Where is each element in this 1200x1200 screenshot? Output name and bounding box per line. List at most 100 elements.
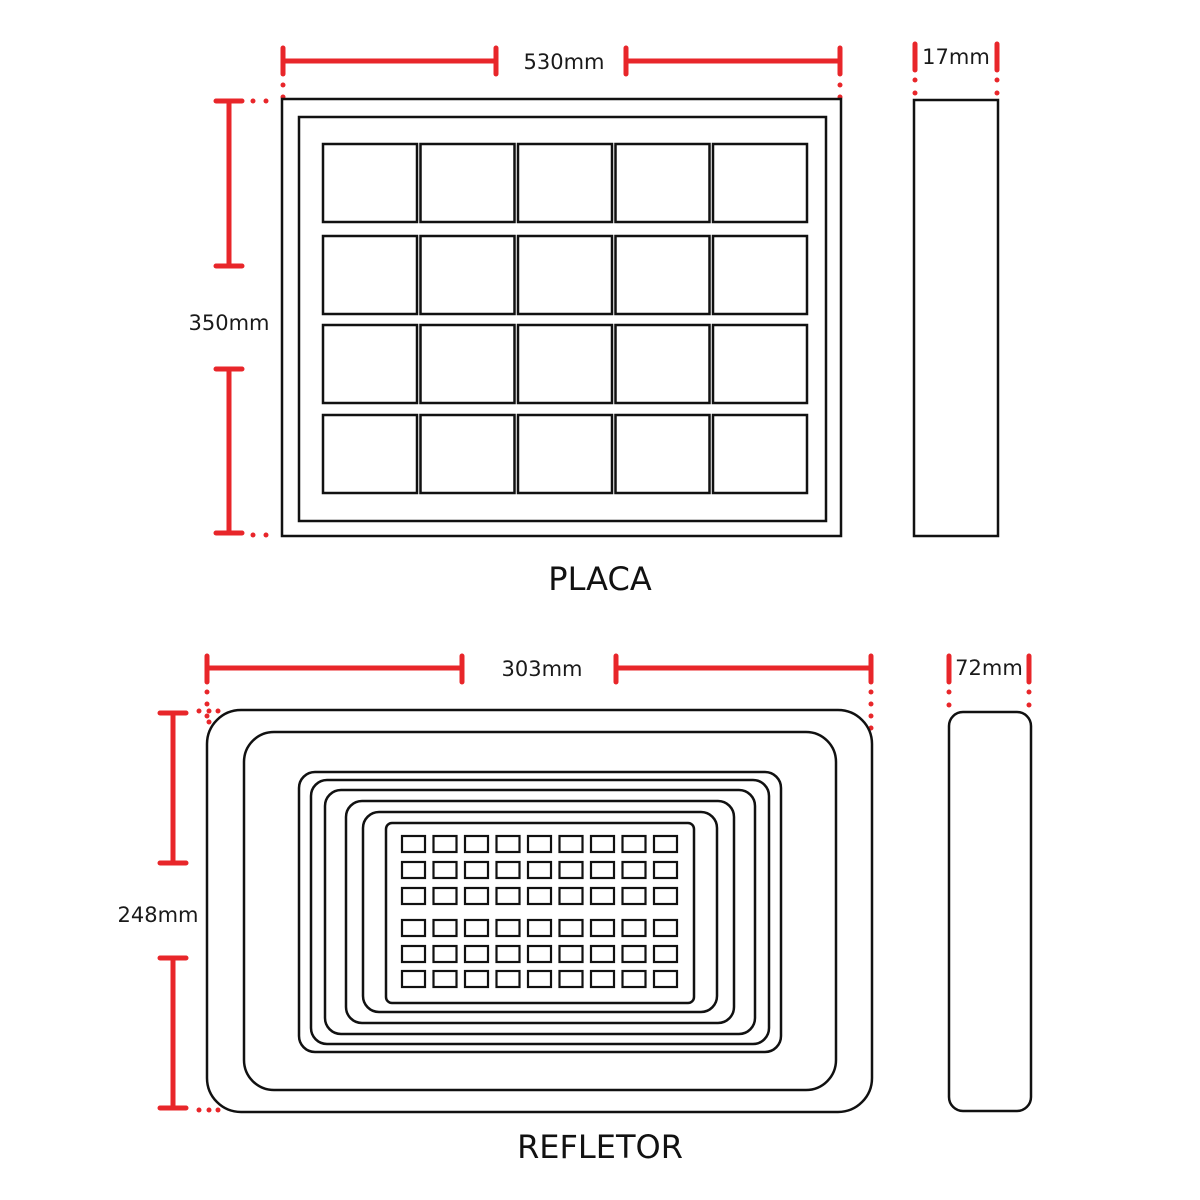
refletor-height-dimension bbox=[157, 710, 189, 1111]
led-chip bbox=[621, 834, 647, 854]
led-chip bbox=[432, 860, 458, 880]
led-chip bbox=[495, 834, 521, 854]
placa-inner-frame bbox=[297, 115, 828, 523]
led-chip bbox=[621, 886, 647, 906]
led-chip bbox=[526, 969, 553, 989]
refletor-width-dimension bbox=[204, 653, 874, 685]
refletor-inner-housing bbox=[242, 730, 838, 1092]
reflector-ring-2 bbox=[309, 778, 771, 1046]
led-chip bbox=[621, 860, 647, 880]
led-chip bbox=[463, 860, 490, 880]
refletor-title: REFLETOR bbox=[517, 1128, 683, 1166]
reflector-ring-5 bbox=[361, 810, 719, 1014]
led-chip bbox=[432, 886, 458, 906]
led-chip bbox=[652, 860, 679, 880]
led-chip bbox=[495, 969, 521, 989]
refletor-front-view bbox=[205, 708, 874, 1114]
led-board bbox=[384, 821, 696, 1005]
led-chip bbox=[526, 944, 553, 964]
solar-cell bbox=[516, 323, 614, 405]
solar-cell-grid bbox=[321, 142, 809, 495]
led-chip bbox=[589, 886, 616, 906]
solar-cell bbox=[321, 234, 419, 316]
placa-width-label: 530mm bbox=[524, 50, 605, 74]
led-grid bbox=[400, 834, 679, 989]
led-chip bbox=[558, 918, 584, 938]
reflector-ring-3 bbox=[323, 788, 757, 1036]
solar-cell bbox=[614, 234, 711, 316]
led-chip bbox=[463, 834, 490, 854]
placa-front-view bbox=[280, 97, 843, 538]
led-chip bbox=[589, 944, 616, 964]
led-chip bbox=[526, 918, 553, 938]
led-chip bbox=[589, 969, 616, 989]
placa-side-view bbox=[912, 98, 1000, 538]
refletor-depth-dimension bbox=[946, 653, 1032, 685]
led-chip bbox=[495, 886, 521, 906]
solar-cell bbox=[614, 142, 711, 224]
led-chip bbox=[621, 918, 647, 938]
placa-height-label: 350mm bbox=[189, 311, 270, 335]
led-chip bbox=[463, 918, 490, 938]
solar-cell bbox=[419, 234, 516, 316]
led-chip bbox=[463, 886, 490, 906]
led-chip bbox=[400, 944, 427, 964]
led-chip bbox=[463, 969, 490, 989]
led-chip bbox=[526, 886, 553, 906]
led-chip bbox=[621, 944, 647, 964]
refletor-width-label: 303mm bbox=[502, 657, 583, 681]
solar-cell bbox=[419, 142, 516, 224]
placa-width-dimension bbox=[280, 45, 843, 77]
led-chip bbox=[652, 969, 679, 989]
solar-cell bbox=[419, 323, 516, 405]
led-chip bbox=[652, 918, 679, 938]
solar-cell bbox=[321, 142, 419, 224]
led-chip bbox=[589, 860, 616, 880]
led-chip bbox=[558, 860, 584, 880]
solar-cell bbox=[516, 413, 614, 495]
led-chip bbox=[400, 918, 427, 938]
solar-cell bbox=[516, 142, 614, 224]
led-chip bbox=[621, 969, 647, 989]
led-chip bbox=[432, 918, 458, 938]
led-chip bbox=[558, 886, 584, 906]
placa-title: PLACA bbox=[548, 560, 652, 598]
led-chip bbox=[463, 944, 490, 964]
placa-depth-guide-dots bbox=[912, 77, 1000, 96]
refletor-depth-label: 72mm bbox=[955, 656, 1023, 680]
led-chip bbox=[526, 834, 553, 854]
led-chip bbox=[652, 944, 679, 964]
led-chip bbox=[432, 834, 458, 854]
placa-depth-label: 17mm bbox=[922, 45, 990, 69]
placa-outer-frame bbox=[280, 97, 843, 538]
placa-height-dimension bbox=[213, 98, 245, 536]
solar-cell bbox=[711, 413, 809, 495]
led-chip bbox=[495, 918, 521, 938]
placa-height-guide-dots bbox=[250, 98, 269, 538]
refletor-height-guide-dots bbox=[196, 708, 221, 1113]
led-chip bbox=[495, 944, 521, 964]
solar-cell bbox=[321, 413, 419, 495]
led-chip bbox=[652, 834, 679, 854]
solar-cell bbox=[614, 413, 711, 495]
solar-cell bbox=[321, 323, 419, 405]
refletor-side-view bbox=[947, 710, 1033, 1113]
led-chip bbox=[400, 860, 427, 880]
solar-cell bbox=[711, 234, 809, 316]
led-chip bbox=[558, 944, 584, 964]
placa-width-guide-dots bbox=[280, 82, 843, 100]
solar-cell bbox=[516, 234, 614, 316]
refletor-height-label: 248mm bbox=[118, 903, 199, 927]
reflector-ring-1 bbox=[297, 770, 783, 1054]
solar-cell bbox=[419, 413, 516, 495]
led-chip bbox=[652, 886, 679, 906]
refletor-depth-guide-dots bbox=[946, 689, 1032, 708]
led-chip bbox=[495, 860, 521, 880]
solar-cell bbox=[711, 323, 809, 405]
led-chip bbox=[526, 860, 553, 880]
led-chip bbox=[400, 886, 427, 906]
led-chip bbox=[558, 834, 584, 854]
led-chip bbox=[589, 918, 616, 938]
refletor-outer-housing bbox=[205, 708, 874, 1114]
